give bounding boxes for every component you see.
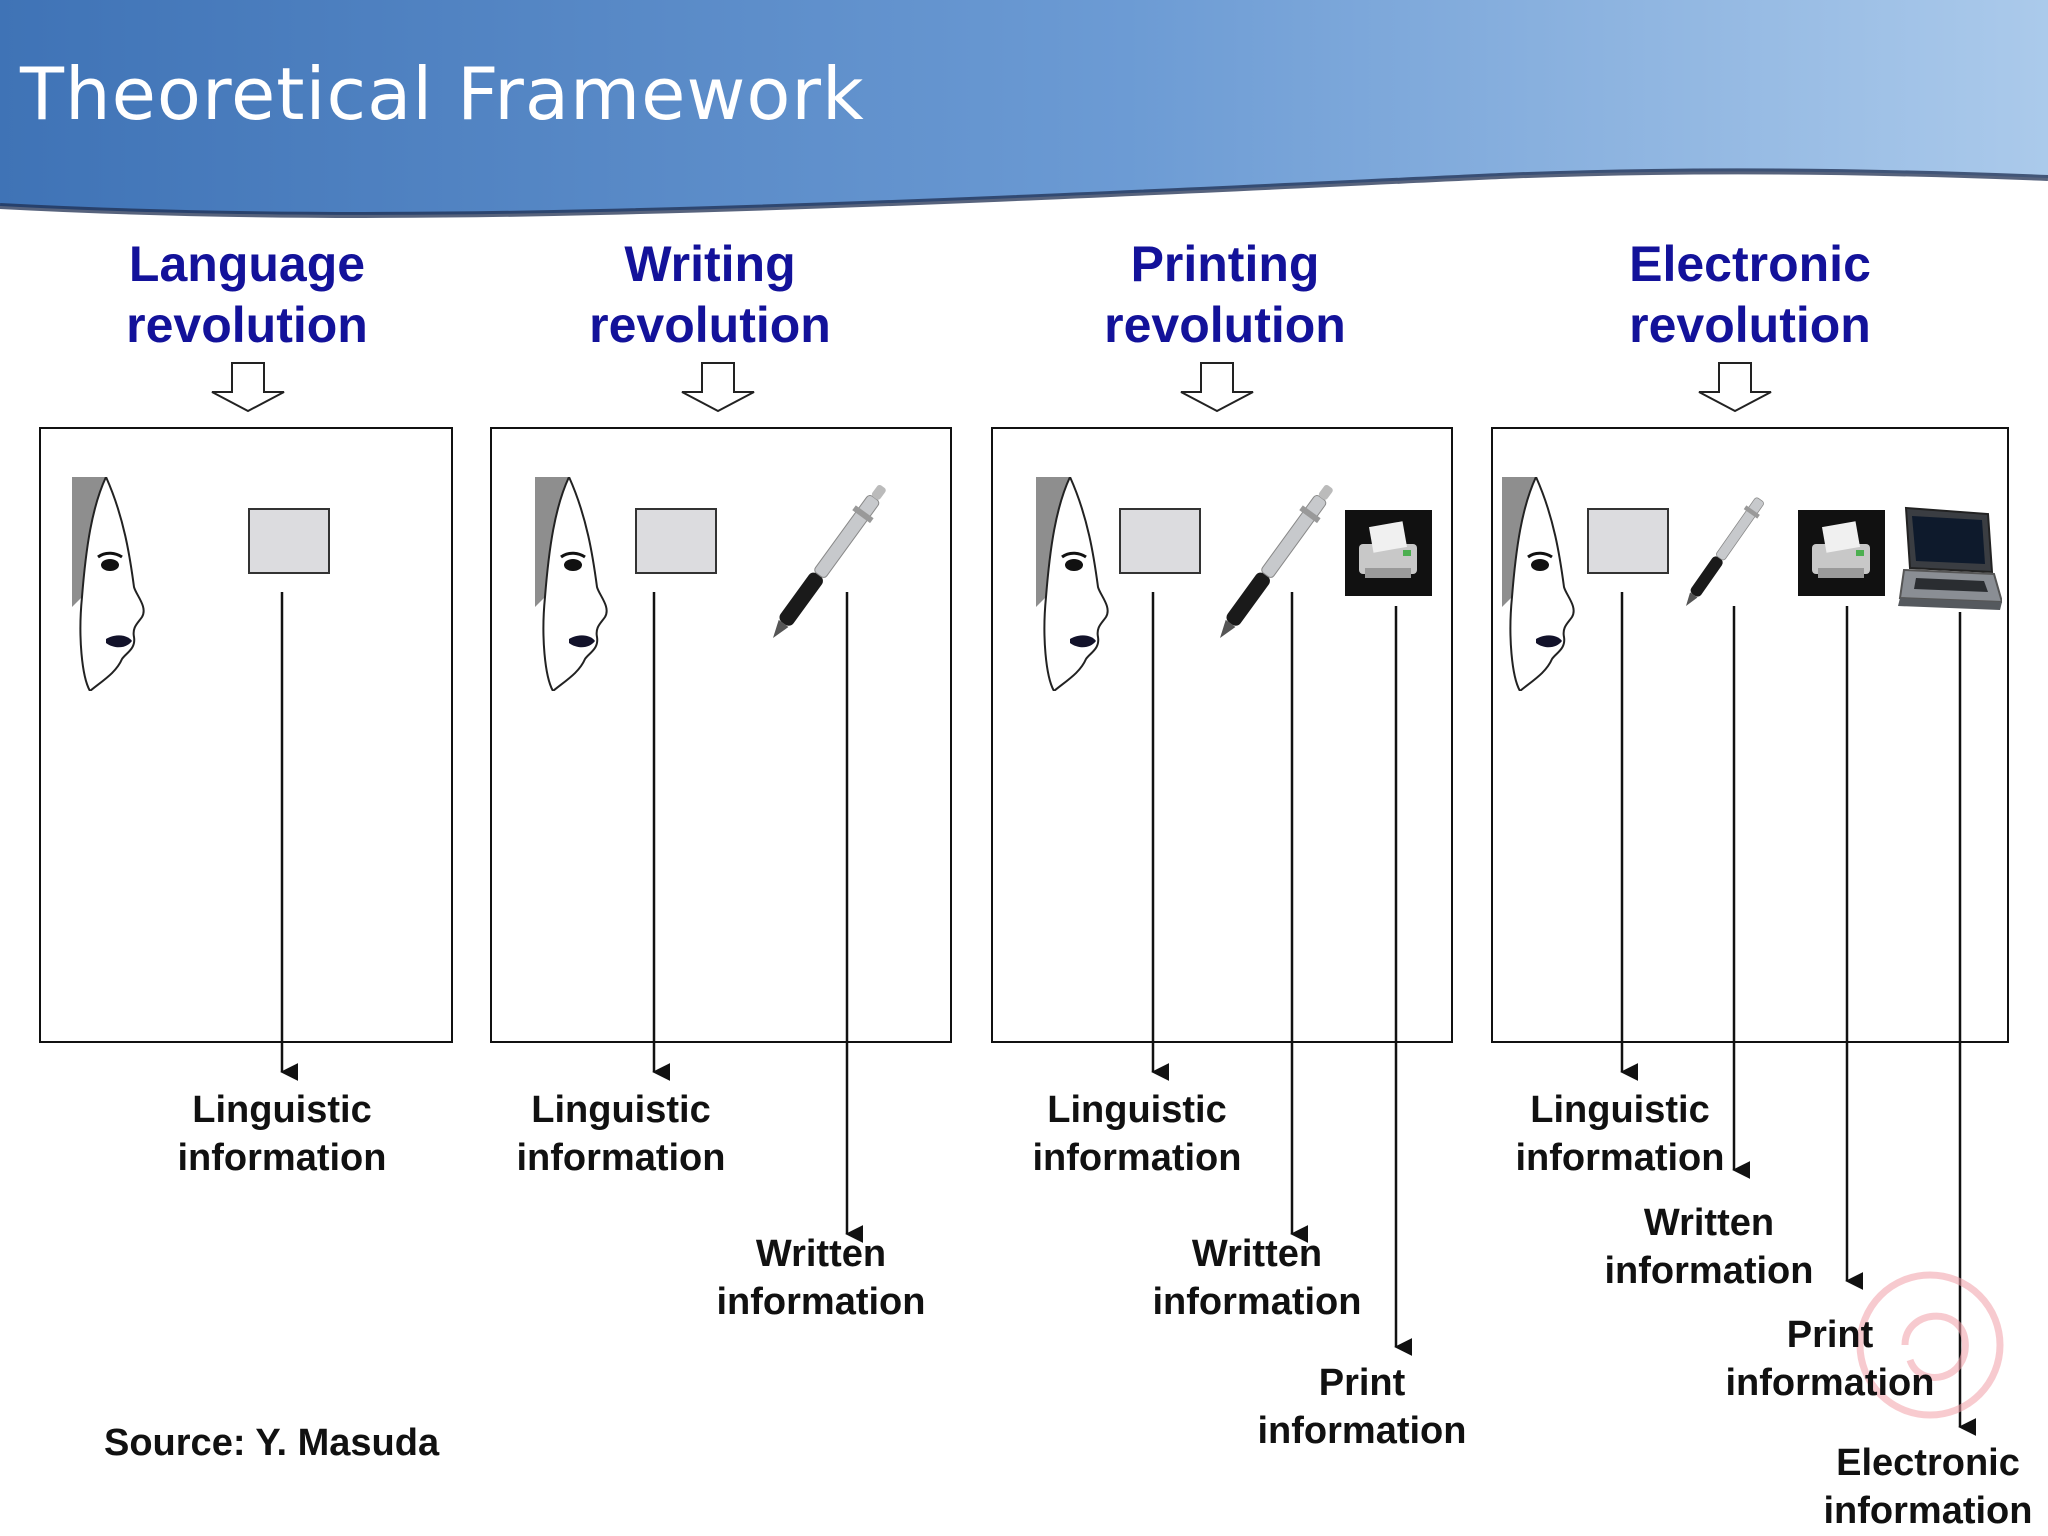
label-linguistic-information: Linguistic information xyxy=(1032,1089,1242,1179)
stage-box-language xyxy=(39,427,453,1043)
header-banner xyxy=(0,0,2048,218)
stage-title-printing: Printing revolution xyxy=(1104,236,1346,353)
down-arrow-icon xyxy=(681,362,755,413)
speech-box-icon xyxy=(1119,508,1201,574)
label-written-information: Written information xyxy=(716,1233,926,1323)
speech-box-icon xyxy=(248,508,330,574)
label-print-information: Print information xyxy=(1725,1314,1935,1404)
face-icon xyxy=(72,477,145,691)
laptop-icon xyxy=(1898,506,2002,610)
stage-box-electronic xyxy=(1491,427,2009,1043)
label-written-information: Written information xyxy=(1604,1202,1814,1292)
down-arrow-icon xyxy=(1698,362,1772,413)
pen-icon xyxy=(773,484,886,638)
pen-icon xyxy=(1220,484,1333,638)
face-icon xyxy=(1036,477,1109,691)
stage-title-electronic: Electronic revolution xyxy=(1629,236,1871,353)
printer-icon xyxy=(1345,510,1432,596)
stage-title-language: Language revolution xyxy=(126,236,368,353)
slide-title: Theoretical Framework xyxy=(20,52,865,136)
face-icon xyxy=(1502,477,1575,691)
face-icon xyxy=(535,477,608,691)
label-linguistic-information: Linguistic information xyxy=(1515,1089,1725,1179)
label-print-information: Print information xyxy=(1257,1362,1467,1452)
speech-box-icon xyxy=(635,508,717,574)
label-linguistic-information: Linguistic information xyxy=(177,1089,387,1179)
stage-title-writing: Writing revolution xyxy=(589,236,831,353)
speech-box-icon xyxy=(1587,508,1669,574)
down-arrow-icon xyxy=(211,362,285,413)
source-caption: Source: Y. Masuda xyxy=(104,1422,440,1464)
label-written-information: Written information xyxy=(1152,1233,1362,1323)
label-electronic-information: Electronic information xyxy=(1823,1442,2033,1532)
stage-box-printing xyxy=(991,427,1453,1043)
printer-icon xyxy=(1798,510,1885,596)
label-linguistic-information: Linguistic information xyxy=(516,1089,726,1179)
down-arrow-icon xyxy=(1180,362,1254,413)
pen-icon xyxy=(1686,497,1764,606)
stage-box-writing xyxy=(490,427,952,1043)
